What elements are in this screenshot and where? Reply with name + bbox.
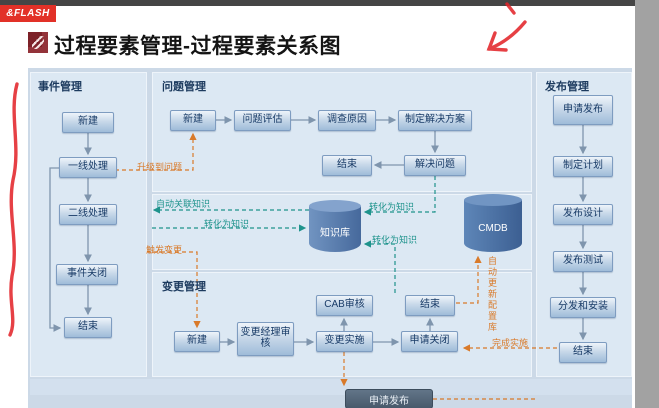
release-node-test: 发布测试 bbox=[553, 251, 613, 272]
slide-title: 过程要素管理-过程要素关系图 bbox=[54, 35, 341, 58]
release-node-design: 发布设计 bbox=[553, 204, 613, 225]
problem-node-plan: 制定解决方案 bbox=[398, 110, 472, 131]
red-annotation-arrow-head bbox=[486, 31, 508, 52]
label-convert-knowledge-problem: 转化为知识 bbox=[369, 202, 415, 212]
player-top-strip bbox=[0, 0, 659, 6]
slide-logo-icon bbox=[28, 32, 48, 53]
label-complete-implementation: 完成实施 bbox=[492, 338, 529, 348]
incident-node-close: 事件关闭 bbox=[56, 264, 118, 285]
problem-node-investigate: 调查原因 bbox=[318, 110, 376, 131]
apply-release-node: 申请发布 bbox=[345, 389, 433, 408]
problem-node-solve: 解决问题 bbox=[404, 155, 466, 176]
panel-title-release: 发布管理 bbox=[545, 81, 589, 93]
label-auto-update-cmdb: 自动更新配置库 bbox=[487, 256, 497, 333]
release-node-end: 结束 bbox=[559, 342, 607, 363]
panel-title-change: 变更管理 bbox=[162, 281, 206, 293]
change-node-manager-review: 变更经理审核 bbox=[237, 322, 294, 356]
incident-node-end: 结束 bbox=[64, 317, 112, 338]
label-escalate-to-problem: 升级到问题 bbox=[137, 162, 183, 172]
cmdb-cylinder: CMDB bbox=[464, 194, 522, 252]
problem-node-evaluate: 问题评估 bbox=[234, 110, 291, 131]
change-node-implement: 变更实施 bbox=[316, 331, 373, 352]
flash-watermark-badge: &FLASH bbox=[0, 5, 56, 22]
player-right-margin bbox=[635, 0, 659, 408]
release-request-lane bbox=[30, 379, 632, 395]
red-annotation-squiggle bbox=[8, 82, 19, 337]
incident-node-line1: 一线处理 bbox=[59, 157, 117, 178]
label-convert-knowledge-incident: 转化为知识 bbox=[204, 219, 250, 229]
change-node-new: 新建 bbox=[174, 331, 220, 352]
change-node-cab-review: CAB审核 bbox=[316, 295, 373, 316]
incident-node-line2: 二线处理 bbox=[59, 204, 117, 225]
release-node-deploy: 分发和安装 bbox=[550, 297, 616, 318]
panel-title-problem: 问题管理 bbox=[162, 81, 206, 93]
panel-title-incident: 事件管理 bbox=[38, 81, 82, 93]
change-node-apply-close: 申请关闭 bbox=[401, 331, 458, 352]
label-trigger-change: 触发变更 bbox=[146, 245, 183, 255]
release-node-apply: 申请发布 bbox=[553, 95, 613, 125]
label-convert-knowledge-change: 转化为知识 bbox=[372, 235, 418, 245]
knowledge-base-cylinder: 知识库 bbox=[309, 200, 361, 252]
red-annotation-arrow-tail bbox=[487, 20, 527, 51]
problem-node-end: 结束 bbox=[322, 155, 372, 176]
panel-change bbox=[152, 272, 532, 377]
problem-node-new: 新建 bbox=[170, 110, 216, 131]
change-node-end: 结束 bbox=[405, 295, 455, 316]
incident-node-new: 新建 bbox=[62, 112, 114, 133]
label-auto-link-knowledge: 自动关联知识 bbox=[156, 199, 211, 209]
release-node-plan: 制定计划 bbox=[553, 156, 613, 177]
